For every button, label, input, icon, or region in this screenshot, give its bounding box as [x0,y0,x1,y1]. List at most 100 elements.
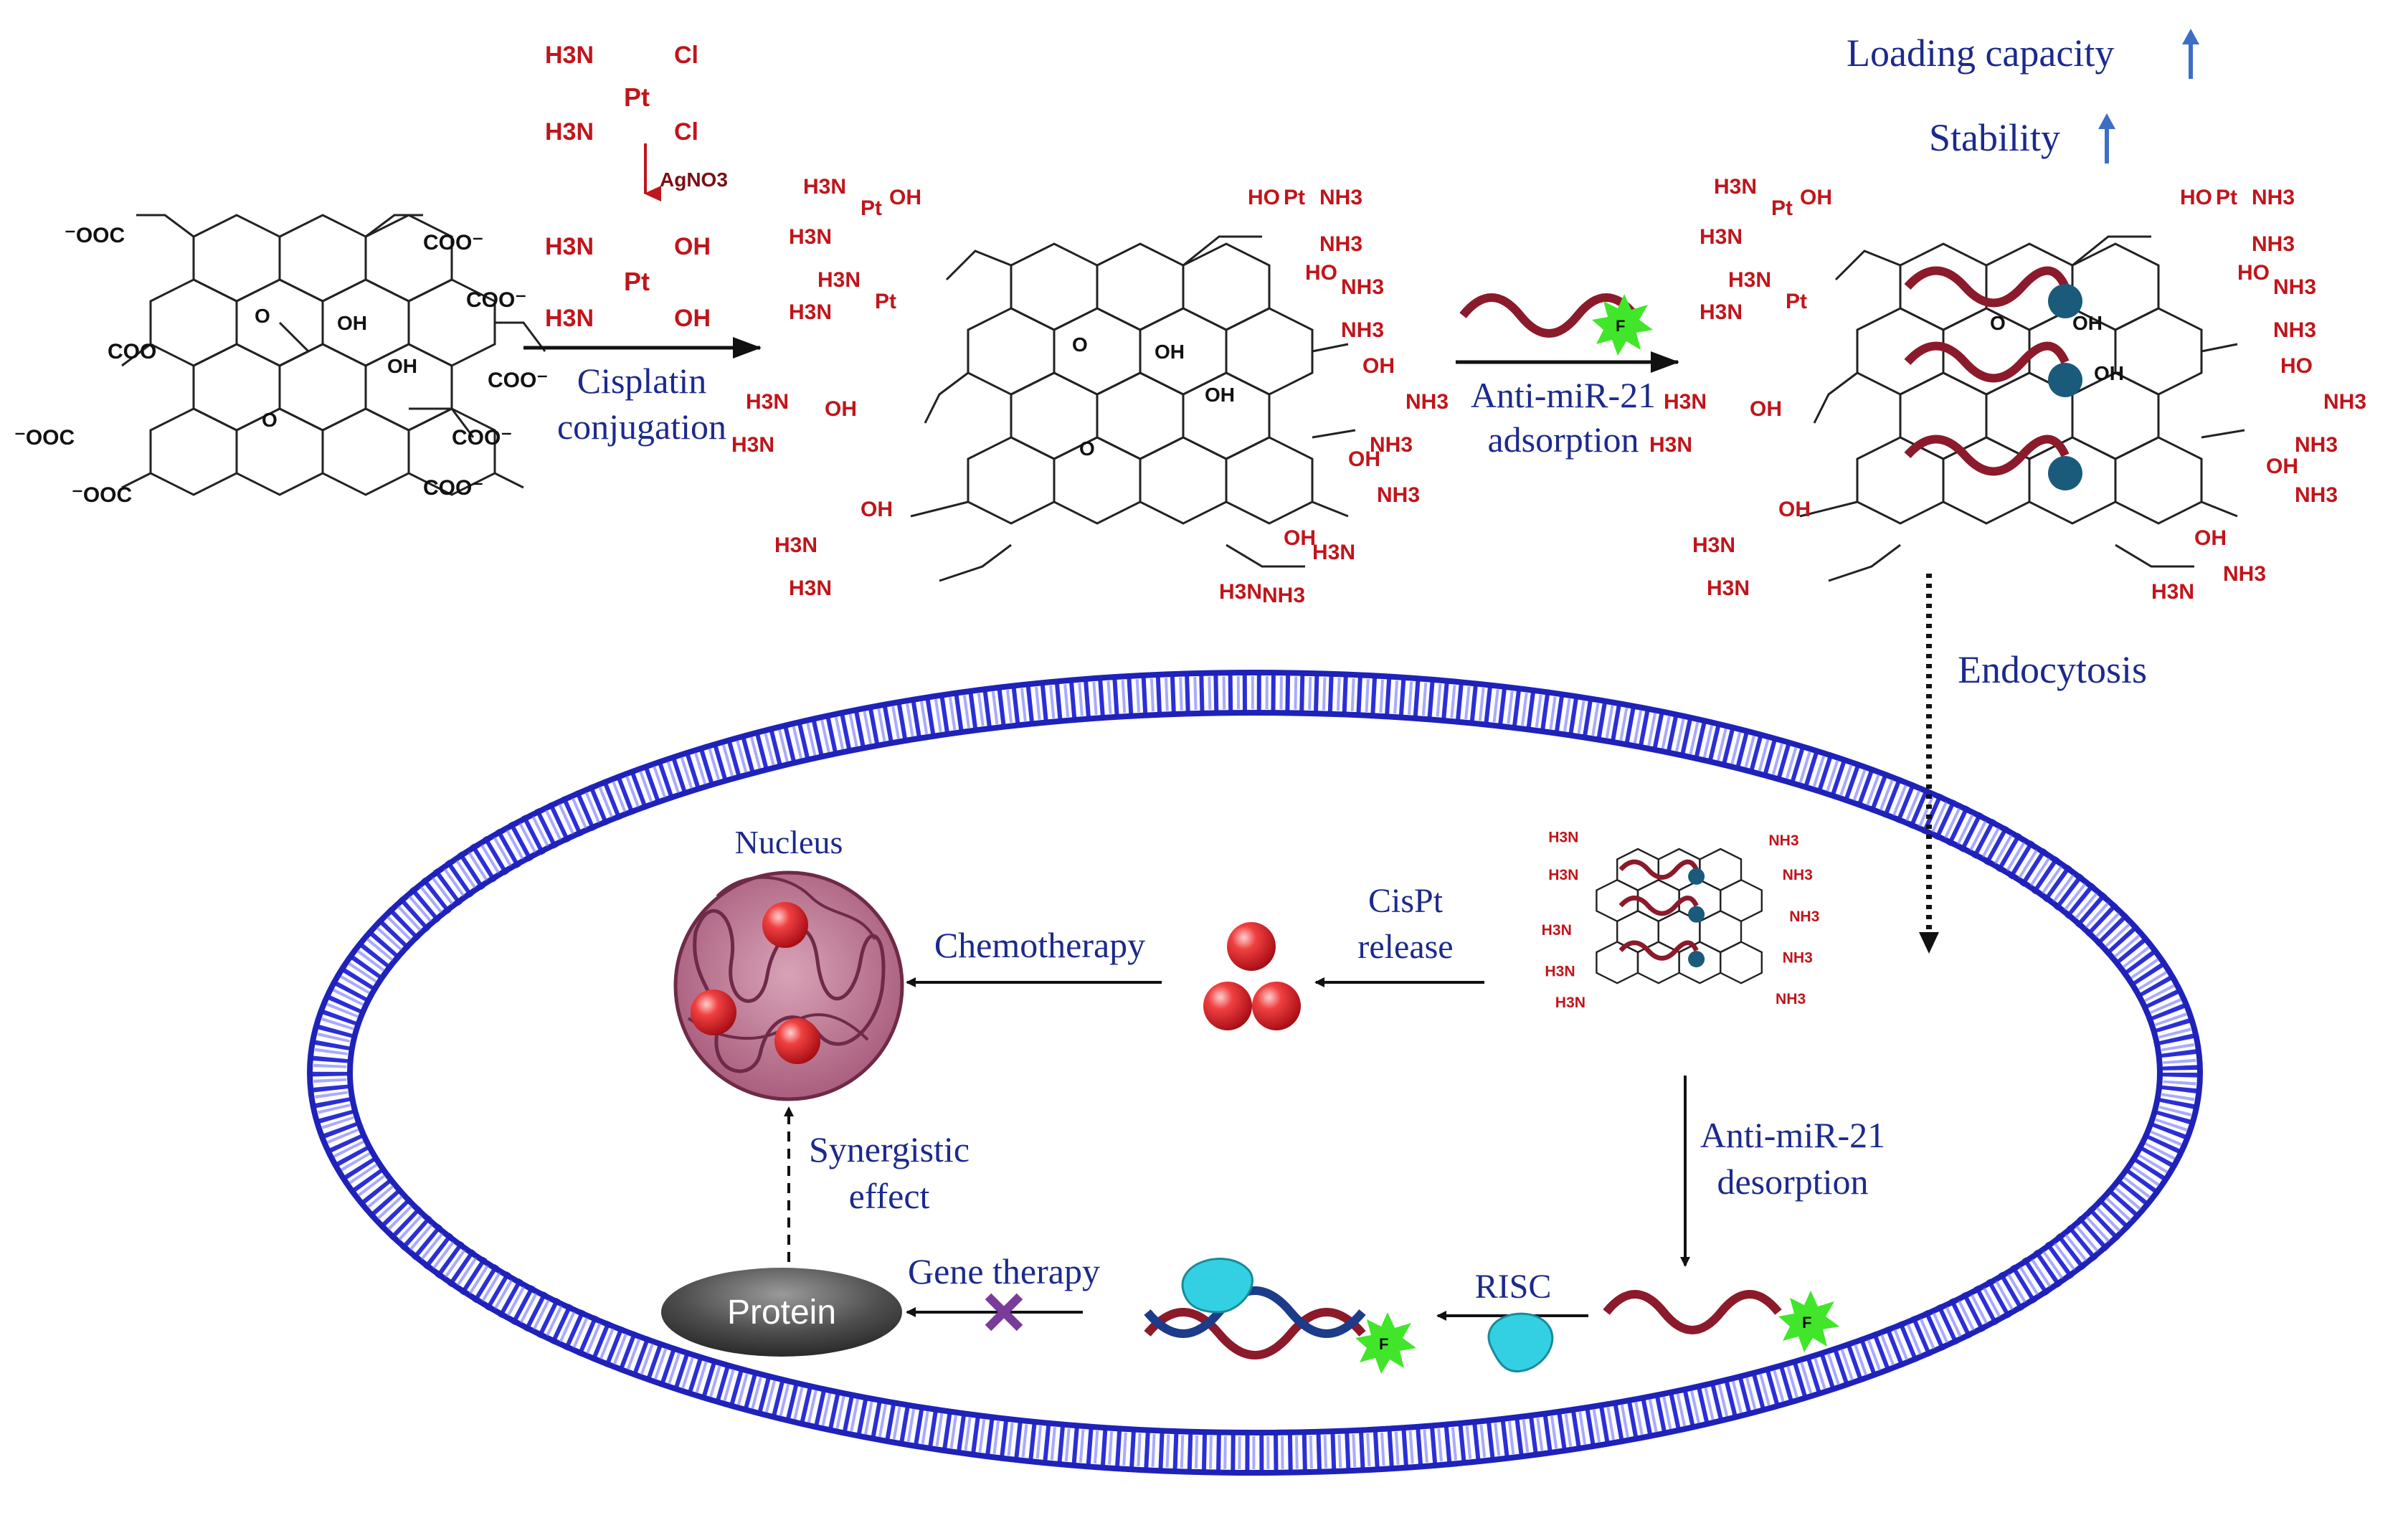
svg-text:HO: HO [1305,261,1337,285]
fluorophore-dot-icon [2048,284,2082,490]
svg-text:Pt: Pt [1786,290,1807,313]
svg-text:H3N: H3N [1548,867,1578,883]
anti-mir21-adsorption-label: adsorption [1487,419,1639,460]
svg-text:H3N: H3N [789,576,832,600]
svg-text:Cl: Cl [674,118,698,146]
svg-text:H3N: H3N [1542,922,1572,939]
nucleus-label: Nucleus [735,824,843,860]
svg-text:O: O [1079,437,1095,460]
cisplatin-conjugation-label: Cisplatin [577,361,707,401]
svg-text:HO: HO [1248,186,1280,209]
svg-text:NH3: NH3 [2273,318,2316,342]
svg-text:Pt: Pt [875,290,896,313]
svg-text:H3N: H3N [1700,300,1743,324]
carboxylate-label: COO⁻ [452,426,512,450]
epoxide-label: O [262,409,278,431]
svg-text:Pt: Pt [624,82,650,112]
cisplatin-structure: H3N Pt Cl H3N Cl AgNO3 H3N Pt OH H3N OH [545,42,728,332]
svg-text:F: F [1379,1335,1388,1353]
svg-text:H3N: H3N [817,268,861,292]
synergistic-effect-label: Synergistic [809,1129,970,1169]
svg-text:H3N: H3N [1219,580,1262,604]
svg-text:OH: OH [674,305,711,332]
chemotherapy-label: Chemotherapy [934,925,1145,965]
stability-label: Stability [1929,116,2060,159]
svg-text:NH3: NH3 [1319,232,1362,256]
svg-text:OH: OH [1348,447,1380,471]
svg-text:OH: OH [861,498,893,521]
svg-text:H3N: H3N [1649,433,1692,457]
carboxylate-label: COO⁻ [423,231,483,255]
svg-text:NH3: NH3 [2323,390,2366,414]
svg-text:NH3: NH3 [2252,232,2295,256]
svg-text:OH: OH [1750,397,1782,421]
svg-text:HO: HO [2280,354,2313,378]
svg-text:H3N: H3N [774,533,817,557]
graphene-oxide-sheet: ⁻OOC COO⁻ COO⁻ COO COO⁻ ⁻OOC COO⁻ ⁻OOC C… [14,214,548,507]
svg-text:NH3: NH3 [1776,991,1806,1007]
carboxylate-label: ⁻OOC [65,224,125,247]
svg-text:NH3: NH3 [1789,908,1819,925]
svg-text:H3N: H3N [1714,175,1757,199]
svg-text:H3N: H3N [803,175,846,199]
svg-text:H3N: H3N [1312,541,1355,564]
svg-text:H3N: H3N [545,42,594,69]
svg-text:Pt: Pt [861,196,882,220]
pt-conjugates-sheet3: H3N Pt OH H3N H3N Pt H3N H3N OH H3N H3N … [1649,175,2366,604]
carboxyl-label: COO [108,340,156,364]
svg-text:HO: HO [2180,186,2212,209]
hydroxyl-label: OH [387,355,417,377]
svg-text:OH: OH [1155,341,1185,363]
svg-text:NH3: NH3 [1370,433,1413,457]
carboxylate-label: ⁻OOC [72,483,132,507]
svg-text:NH3: NH3 [1783,867,1813,883]
svg-text:H3N: H3N [545,305,594,332]
svg-text:F: F [1616,317,1625,335]
svg-text:OH: OH [674,233,711,260]
cispt-release-label: release [1357,928,1453,966]
anti-mir21-desorption-label: Anti-miR-21 [1700,1115,1885,1155]
fluorophore-starburst-icon [1778,1291,1839,1352]
svg-text:Pt: Pt [2216,186,2237,209]
svg-text:NH3: NH3 [1783,949,1813,966]
svg-text:NH3: NH3 [1377,483,1420,507]
cispt-release-label: CisPt [1368,882,1444,920]
svg-text:H3N: H3N [1707,576,1750,600]
svg-text:OH: OH [2072,312,2103,334]
gene-therapy-label: Gene therapy [908,1251,1100,1291]
internalized-nanocomplex: H3N H3N H3N H3N H3N NH3 NH3 NH3 NH3 NH3 [1542,829,1820,1010]
up-arrow-icon [2098,113,2115,163]
svg-text:H3N: H3N [789,225,832,249]
svg-text:OH: OH [1800,186,1832,209]
agno3-label: AgNO3 [660,169,728,191]
endocytosis-label: Endocytosis [1958,648,2147,691]
carboxylate-label: COO⁻ [466,288,526,312]
cisplatin-particles [1203,922,1301,1030]
svg-text:H3N: H3N [545,118,594,146]
risc-protein-icon [1487,1312,1554,1373]
svg-text:H3N: H3N [789,300,832,324]
svg-text:OH: OH [1778,498,1811,521]
svg-text:H3N: H3N [1700,225,1743,249]
svg-text:H3N: H3N [1692,533,1735,557]
svg-text:NH3: NH3 [2223,562,2266,586]
go-cisplatin-sheet: OH OH O O [910,235,1356,582]
svg-text:OH: OH [1205,384,1235,406]
svg-text:O: O [1072,333,1088,356]
released-anti-mir21: F [1603,1290,1839,1352]
cisplatin-conjugation-label: conjugation [557,407,726,447]
svg-text:F: F [1802,1314,1811,1332]
carboxylate-label: COO⁻ [423,476,483,500]
go-cisplatin-antimir-sheet: OH OH O [1799,235,2245,582]
svg-text:NH3: NH3 [1341,318,1384,342]
carboxylate-label: COO⁻ [488,369,548,392]
svg-text:OH: OH [825,397,857,421]
risc-mirna-duplex: F [1144,1258,1416,1374]
svg-text:NH3: NH3 [2252,186,2295,209]
cross-block-icon [985,1293,1023,1332]
svg-text:H3N: H3N [1545,964,1575,980]
svg-text:NH3: NH3 [1768,832,1798,849]
svg-text:H3N: H3N [2151,580,2194,604]
svg-text:H3N: H3N [1548,829,1578,845]
